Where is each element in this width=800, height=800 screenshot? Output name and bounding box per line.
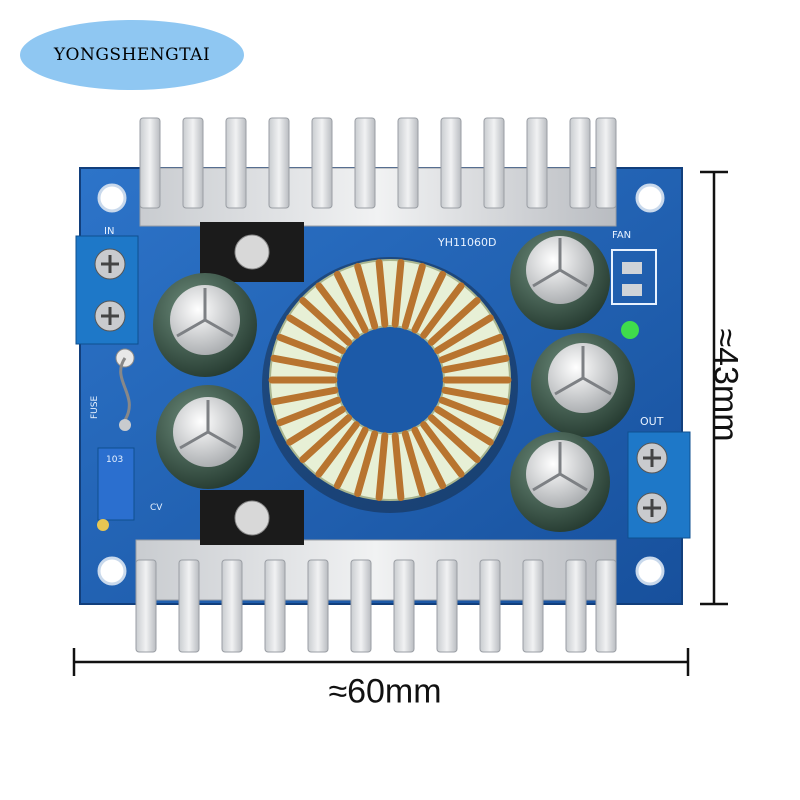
coil-winding [438,396,504,427]
silk-out: OUT [640,415,664,428]
coil-winding [401,430,426,497]
mosfet-bottom [200,490,304,545]
brand-logo: YONGSHENGTAI [20,20,244,90]
coil-winding [427,414,481,463]
coil-winding [315,421,360,478]
height-dimension-label: ≈43mm [706,328,745,442]
coil-winding [434,405,494,446]
mounting-holes [97,183,665,586]
capacitor-1 [153,273,257,377]
silk-fuse: FUSE [90,396,100,419]
coil-winding [354,430,379,497]
coil-winding [420,282,465,339]
coil-winding [427,297,481,346]
dimension-line-icon [72,170,728,676]
coil-winding [375,259,389,328]
coil-winding [299,297,353,346]
silk-cv: CV [150,503,163,513]
status-led [621,321,639,339]
coil-winding [270,354,339,374]
potentiometer [97,447,135,531]
brand-text: YONGSHENGTAI [53,45,211,65]
width-dimension-label: ≈60mm [328,672,442,711]
toroid-inductor [262,257,518,513]
fuse [115,348,135,431]
silk-in: IN [104,226,114,237]
coil-winding [401,263,426,330]
coil-winding [286,314,346,355]
coil-winding [441,386,510,406]
fan-connector [611,249,657,305]
capacitor-3 [510,230,610,330]
output-terminal [627,431,691,539]
heatsink-bottom [135,539,617,653]
coil-winding [420,421,465,478]
coil-winding [438,333,504,364]
coil-winding [333,270,369,334]
coil-winding [434,314,494,355]
silk-model: YH11060D [437,236,496,249]
mosfet-top [200,222,304,282]
coil-winding [441,354,510,374]
coil-winding [276,396,342,427]
coil-winding [411,426,447,490]
coil-winding [276,333,342,364]
coil-winding [391,432,405,501]
coil-winding [375,432,389,501]
coil-winding [411,270,447,334]
coil-winding [270,386,339,406]
coil-winding [299,414,353,463]
coil-winding [391,259,405,328]
capacitor-2 [156,385,260,489]
coil-winding [315,282,360,339]
silk-fan: FAN [612,230,631,241]
coil-winding [354,263,379,330]
heatsink-top [139,117,617,227]
coil-winding [333,426,369,490]
coil-winding [286,405,346,446]
input-terminal [75,235,139,345]
capacitor-4 [531,333,635,437]
silk-pot: 103 [106,455,123,465]
capacitor-5 [510,432,610,532]
